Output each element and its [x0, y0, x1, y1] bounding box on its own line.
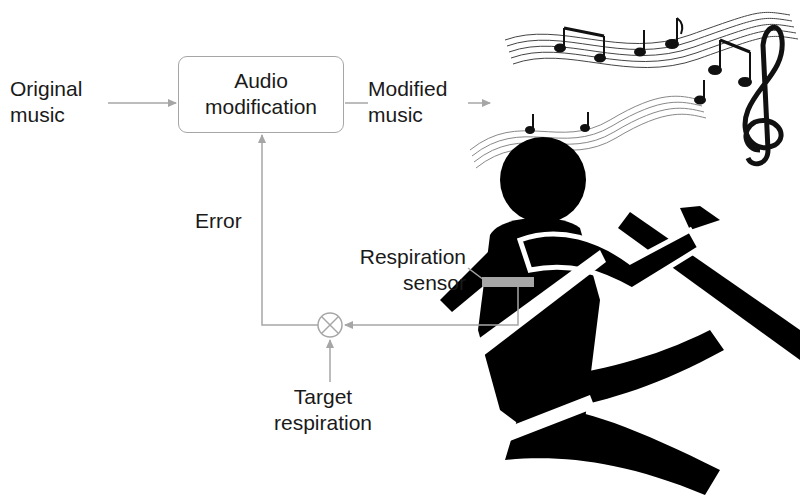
signal-label: Error	[195, 208, 255, 234]
person-figure	[440, 137, 800, 495]
seatbelt-lap	[500, 395, 595, 443]
seatbelt	[470, 250, 606, 360]
treble-clef	[745, 27, 782, 164]
note-heads	[526, 18, 751, 133]
sensor-label: Respiration sensor	[320, 244, 466, 296]
signal-lines	[108, 103, 518, 382]
process-box: Audio modification	[178, 56, 344, 133]
box-label: Audio modification	[196, 68, 326, 120]
respiration-sensor	[482, 277, 534, 287]
input-label: Original music	[10, 76, 106, 128]
right-arm	[520, 230, 700, 290]
output-label: Modified music	[368, 76, 468, 128]
target-label: Target respiration	[258, 384, 388, 436]
